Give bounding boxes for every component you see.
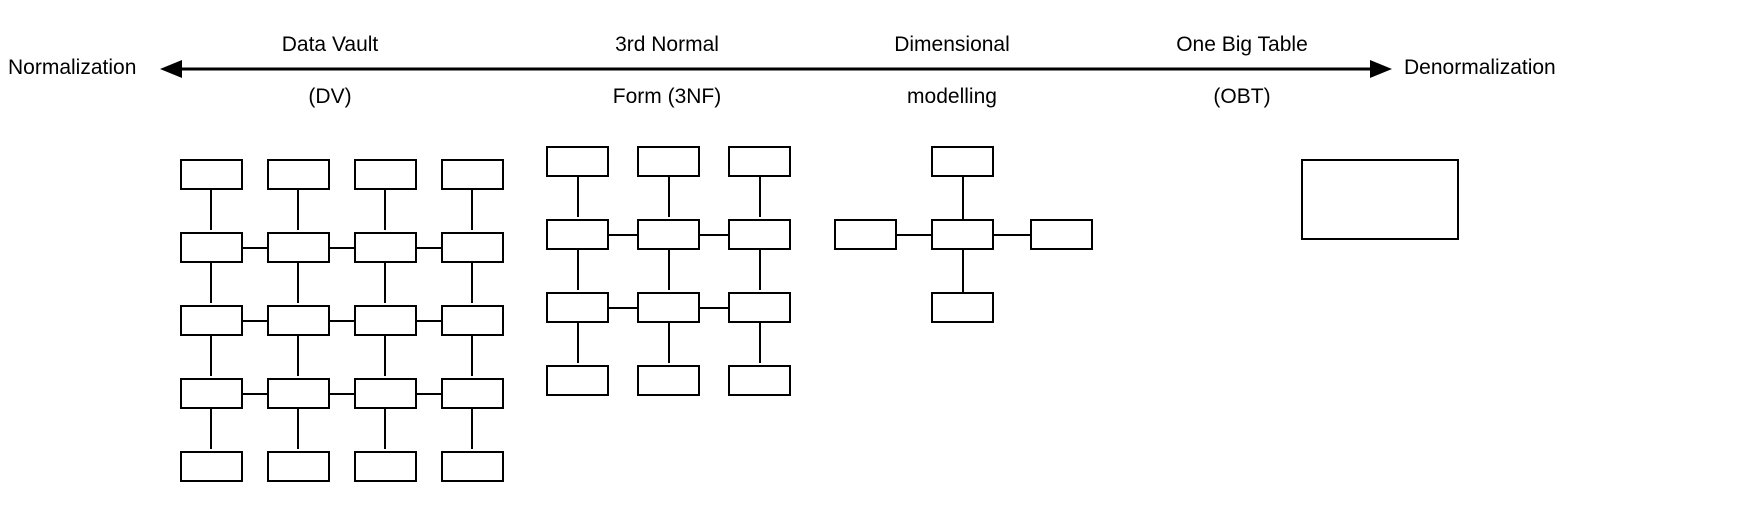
connector-horizontal <box>243 320 267 322</box>
connector-horizontal <box>417 393 441 395</box>
entity-box[interactable] <box>728 146 791 177</box>
entity-box[interactable] <box>180 378 243 409</box>
entity-box[interactable] <box>180 451 243 482</box>
connector-horizontal <box>417 247 441 249</box>
connector-vertical <box>759 322 761 363</box>
entity-box[interactable] <box>267 159 330 190</box>
connector-vertical <box>297 262 299 303</box>
entity-box[interactable] <box>180 159 243 190</box>
connector-horizontal <box>243 393 267 395</box>
connector-vertical <box>962 177 964 219</box>
connector-vertical <box>759 249 761 290</box>
entity-box[interactable] <box>267 305 330 336</box>
connector-vertical <box>668 322 670 363</box>
connector-vertical <box>384 262 386 303</box>
connector-vertical <box>668 176 670 217</box>
entity-box[interactable] <box>354 305 417 336</box>
entity-box[interactable] <box>267 232 330 263</box>
connector-vertical <box>471 262 473 303</box>
entity-box[interactable] <box>637 146 700 177</box>
connector-vertical <box>297 408 299 449</box>
connector-horizontal <box>243 247 267 249</box>
connector-horizontal <box>330 247 354 249</box>
connector-horizontal <box>894 234 932 236</box>
entity-box[interactable] <box>354 159 417 190</box>
entity-box[interactable] <box>180 232 243 263</box>
connector-vertical <box>471 335 473 376</box>
column-label-line1: One Big Table <box>1176 33 1308 56</box>
column-label-line1: 3rd Normal <box>615 33 719 56</box>
connector-vertical <box>577 322 579 363</box>
column-label-line2: modelling <box>907 85 997 108</box>
column-label-line2: Form (3NF) <box>612 85 722 108</box>
connector-vertical <box>471 189 473 230</box>
entity-box[interactable] <box>180 305 243 336</box>
entity-box[interactable] <box>441 378 504 409</box>
connector-horizontal <box>417 320 441 322</box>
entity-box[interactable] <box>546 292 609 323</box>
connector-horizontal <box>330 320 354 322</box>
column-label-one-big-table: One Big Table (OBT) <box>1142 6 1342 136</box>
connector-vertical <box>384 335 386 376</box>
column-label-line2: (DV) <box>308 85 352 108</box>
entity-box[interactable] <box>546 219 609 250</box>
entity-box[interactable] <box>441 451 504 482</box>
column-label-line1: Data Vault <box>281 33 379 56</box>
connector-vertical <box>210 335 212 376</box>
entity-box[interactable] <box>267 378 330 409</box>
connector-vertical <box>759 176 761 217</box>
axis-label-denormalization: Denormalization <box>1404 56 1556 79</box>
connector-vertical <box>210 189 212 230</box>
connector-vertical <box>297 335 299 376</box>
spectrum-double-arrow <box>160 60 1392 78</box>
entity-box[interactable] <box>441 232 504 263</box>
entity-box[interactable] <box>637 292 700 323</box>
connector-vertical <box>577 176 579 217</box>
connector-vertical <box>297 189 299 230</box>
column-label-line1: Dimensional <box>894 33 1010 56</box>
connector-horizontal <box>609 234 637 236</box>
entity-box[interactable] <box>441 159 504 190</box>
entity-box[interactable] <box>546 365 609 396</box>
column-label-third-normal-form: 3rd Normal Form (3NF) <box>567 6 767 136</box>
entity-box[interactable] <box>354 451 417 482</box>
entity-box[interactable] <box>354 378 417 409</box>
dimension-box-top[interactable] <box>931 146 994 177</box>
fact-box-center[interactable] <box>931 219 994 250</box>
entity-box[interactable] <box>637 365 700 396</box>
connector-horizontal <box>700 307 728 309</box>
entity-box[interactable] <box>354 232 417 263</box>
entity-box[interactable] <box>441 305 504 336</box>
connector-vertical <box>384 408 386 449</box>
axis-label-normalization: Normalization <box>8 56 137 79</box>
connector-vertical <box>210 262 212 303</box>
entity-box[interactable] <box>728 292 791 323</box>
column-label-line2: (OBT) <box>1213 85 1271 108</box>
connector-vertical <box>471 408 473 449</box>
dimension-box-left[interactable] <box>834 219 897 250</box>
connector-horizontal <box>330 393 354 395</box>
connector-horizontal <box>994 234 1032 236</box>
connector-vertical <box>210 408 212 449</box>
connector-vertical <box>384 189 386 230</box>
entity-box[interactable] <box>637 219 700 250</box>
column-label-dimensional-modelling: Dimensional modelling <box>852 6 1052 136</box>
entity-box[interactable] <box>267 451 330 482</box>
dimension-box-right[interactable] <box>1030 219 1093 250</box>
one-big-table-box[interactable] <box>1301 159 1459 240</box>
connector-vertical <box>577 249 579 290</box>
connector-vertical <box>962 250 964 292</box>
connector-horizontal <box>609 307 637 309</box>
connector-horizontal <box>700 234 728 236</box>
dimension-box-bottom[interactable] <box>931 292 994 323</box>
entity-box[interactable] <box>728 365 791 396</box>
connector-vertical <box>668 249 670 290</box>
entity-box[interactable] <box>546 146 609 177</box>
entity-box[interactable] <box>728 219 791 250</box>
column-label-data-vault: Data Vault (DV) <box>230 6 430 136</box>
